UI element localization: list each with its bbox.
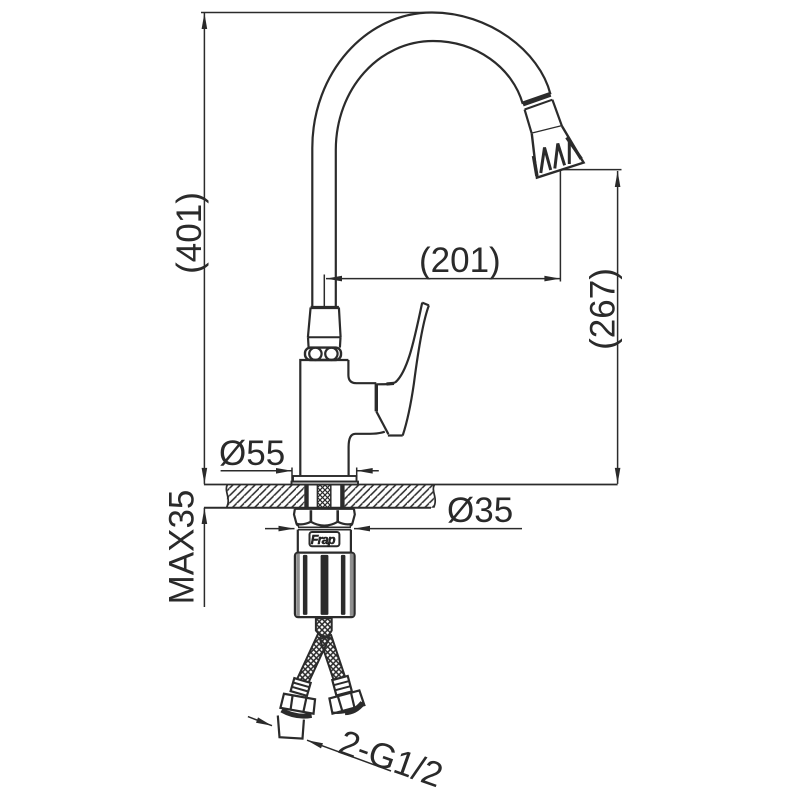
- svg-text:Ø35: Ø35: [447, 491, 513, 530]
- svg-text:Ø55: Ø55: [219, 434, 285, 473]
- svg-text:Frap: Frap: [311, 533, 336, 547]
- svg-text:(201): (201): [419, 241, 501, 280]
- svg-text:(267): (267): [584, 268, 623, 350]
- svg-text:MAX35: MAX35: [163, 490, 202, 605]
- svg-text:(401): (401): [170, 192, 209, 274]
